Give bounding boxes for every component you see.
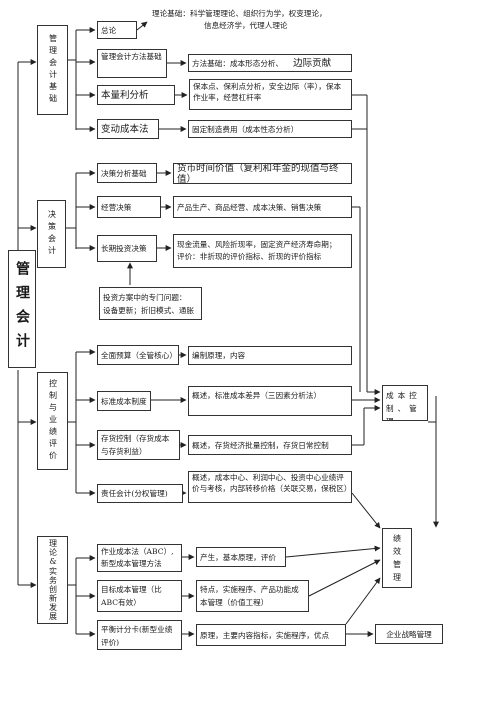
node-performance: 绩效管理 xyxy=(382,528,412,588)
node-intro-desc-line1: 理论基础：科学管理理论、组织行为学，权变理论， xyxy=(152,9,327,18)
section-decision: 决策会计 xyxy=(37,200,66,268)
node-abc: 作业成本法（ABC）,新型成本管理方法 xyxy=(97,544,182,572)
node-operating-desc-label: 产品生产、商品经营、成本决策、销售决策 xyxy=(177,202,322,212)
node-responsibility-desc: 概述，成本中心、利润中心、投资中心业绩评价与考核，内部转移价格（关联交易，保税区… xyxy=(188,471,352,503)
main-title: 管理会计 xyxy=(14,261,30,357)
node-variable: 变动成本法 xyxy=(97,119,159,139)
section-decision-label: 决策会计 xyxy=(47,210,57,258)
node-cvp-desc-label: 保本点、保利点分析，安全边际（率），保本作业率，经营杠杆率 xyxy=(193,82,342,102)
node-special-line1: 投资方案中的专门问题： xyxy=(103,293,187,302)
node-intro-desc: 理论基础：科学管理理论、组织行为学，权变理论， 信息经济学，代理人理论 xyxy=(149,7,353,37)
node-intro-desc-line2: 信息经济学，代理人理论 xyxy=(204,21,288,30)
node-budget: 全面预算（全管核心） xyxy=(97,345,179,365)
node-performance-label: 绩效管理 xyxy=(393,534,401,582)
node-methods-label: 管理会计方法基础 xyxy=(101,52,162,61)
node-investment: 长期投资决策 xyxy=(97,235,157,262)
node-variable-desc: 固定制造费用（成本性态分析） xyxy=(188,120,352,138)
node-special: 投资方案中的专门问题： 设备更新；折旧模式、通胀 xyxy=(99,287,202,320)
node-intro: 总论 xyxy=(97,21,137,39)
node-standard-label: 标准成本制度 xyxy=(101,396,147,406)
node-investment-desc-line2: 评价：非折现的评价指标、折现的评价指标 xyxy=(177,252,322,261)
node-investment-desc-line1: 现金流量、风险折现率，固定资产经济寿命期； xyxy=(177,240,337,249)
node-special-line2: 设备更新；折旧模式、通胀 xyxy=(103,306,195,315)
node-methods-desc-label: 方法基础：成本形态分析、 xyxy=(192,58,284,68)
node-cvp: 本量利分析 xyxy=(97,85,175,105)
node-cvp-label: 本量利分析 xyxy=(101,89,149,101)
node-standard: 标准成本制度 xyxy=(97,391,151,411)
section-control-label: 控制与业绩评价 xyxy=(48,379,58,463)
node-budget-desc: 编制原理，内容 xyxy=(188,346,352,365)
node-variable-label: 变动成本法 xyxy=(101,123,149,135)
node-target-desc-label: 特点，实施程序、产品功能成本管理（价值工程） xyxy=(200,585,299,607)
node-abc-label: 作业成本法（ABC）,新型成本管理方法 xyxy=(101,547,174,568)
node-operating-label: 经营决策 xyxy=(101,202,132,212)
node-methods-desc: 方法基础：成本形态分析、 边际贡献 xyxy=(188,54,352,72)
node-analysis: 决策分析基础 xyxy=(97,163,157,183)
node-target-label: 目标成本管理（比ABC有效） xyxy=(101,585,162,607)
node-inventory-desc-label: 概述，存货经济批量控制，存货日常控制 xyxy=(192,440,329,450)
node-cvp-desc: 保本点、保利点分析，安全边际（率），保本作业率，经营杠杆率 xyxy=(189,79,352,110)
node-standard-desc: 概述，标准成本差异（三因素分析法） xyxy=(188,386,352,416)
node-cost-control-label: 成本控制、管理 xyxy=(386,391,421,420)
node-investment-desc: 现金流量、风险折现率，固定资产经济寿命期； 评价：非折现的评价指标、折现的评价指… xyxy=(173,234,352,268)
node-strategic: 企业战略管理 xyxy=(375,624,443,644)
node-investment-label: 长期投资决策 xyxy=(101,244,147,253)
node-strategic-label: 企业战略管理 xyxy=(386,629,432,639)
node-target-desc: 特点，实施程序、产品功能成本管理（价值工程） xyxy=(196,580,309,612)
section-basic-label: 管理会计基础 xyxy=(48,34,58,106)
node-analysis-desc-label: 货币时间价值（复利和年金的现值与终值） xyxy=(177,163,339,184)
node-methods: 管理会计方法基础 xyxy=(97,49,167,78)
node-operating-desc: 产品生产、商品经营、成本决策、销售决策 xyxy=(173,196,352,218)
node-inventory: 存货控制（存货成本与存货利益） xyxy=(97,430,180,460)
node-responsibility-label: 责任会计(分权管理) xyxy=(101,489,168,498)
node-variable-desc-label: 固定制造费用（成本性态分析） xyxy=(192,124,299,134)
node-target: 目标成本管理（比ABC有效） xyxy=(97,580,182,612)
node-budget-desc-label: 编制原理，内容 xyxy=(192,351,246,360)
section-basic: 管理会计基础 xyxy=(37,25,68,115)
node-operating: 经营决策 xyxy=(97,196,161,218)
node-intro-label: 总论 xyxy=(101,25,117,35)
section-control: 控制与业绩评价 xyxy=(37,372,68,470)
section-innovation: 理论&实务创新发展 xyxy=(37,536,68,624)
node-bsc-desc-label: 原理，主要内容指标，实施程序，优点 xyxy=(200,630,330,640)
node-inventory-label: 存货控制（存货成本与存货利益） xyxy=(101,434,170,456)
node-standard-desc-label: 概述，标准成本差异（三因素分析法） xyxy=(192,391,322,400)
node-analysis-label: 决策分析基础 xyxy=(101,168,147,178)
main-title-box: 管理会计 xyxy=(8,250,36,368)
node-abc-desc-label: 产生，基本原理，评价 xyxy=(200,552,276,562)
node-budget-label: 全面预算（全管核心） xyxy=(101,350,177,360)
node-responsibility: 责任会计(分权管理) xyxy=(97,484,183,503)
node-cost-control: 成本控制、管理 xyxy=(382,385,428,421)
node-responsibility-desc-label: 概述，成本中心、利润中心、投资中心业绩评价与考核，内部转移价格（关联交易，保税区… xyxy=(192,473,352,493)
node-bsc: 平衡计分卡(新型业绩评价) xyxy=(97,620,182,650)
node-bsc-desc: 原理，主要内容指标，实施程序，优点 xyxy=(196,624,346,646)
node-abc-desc: 产生，基本原理，评价 xyxy=(196,547,286,567)
node-inventory-desc: 概述，存货经济批量控制，存货日常控制 xyxy=(188,435,352,455)
node-bsc-label: 平衡计分卡(新型业绩评价) xyxy=(101,625,173,647)
node-analysis-desc: 货币时间价值（复利和年金的现值与终值） xyxy=(173,163,352,184)
node-methods-desc-highlight: 边际贡献 xyxy=(293,57,332,69)
section-innovation-label: 理论&实务创新发展 xyxy=(48,539,58,621)
